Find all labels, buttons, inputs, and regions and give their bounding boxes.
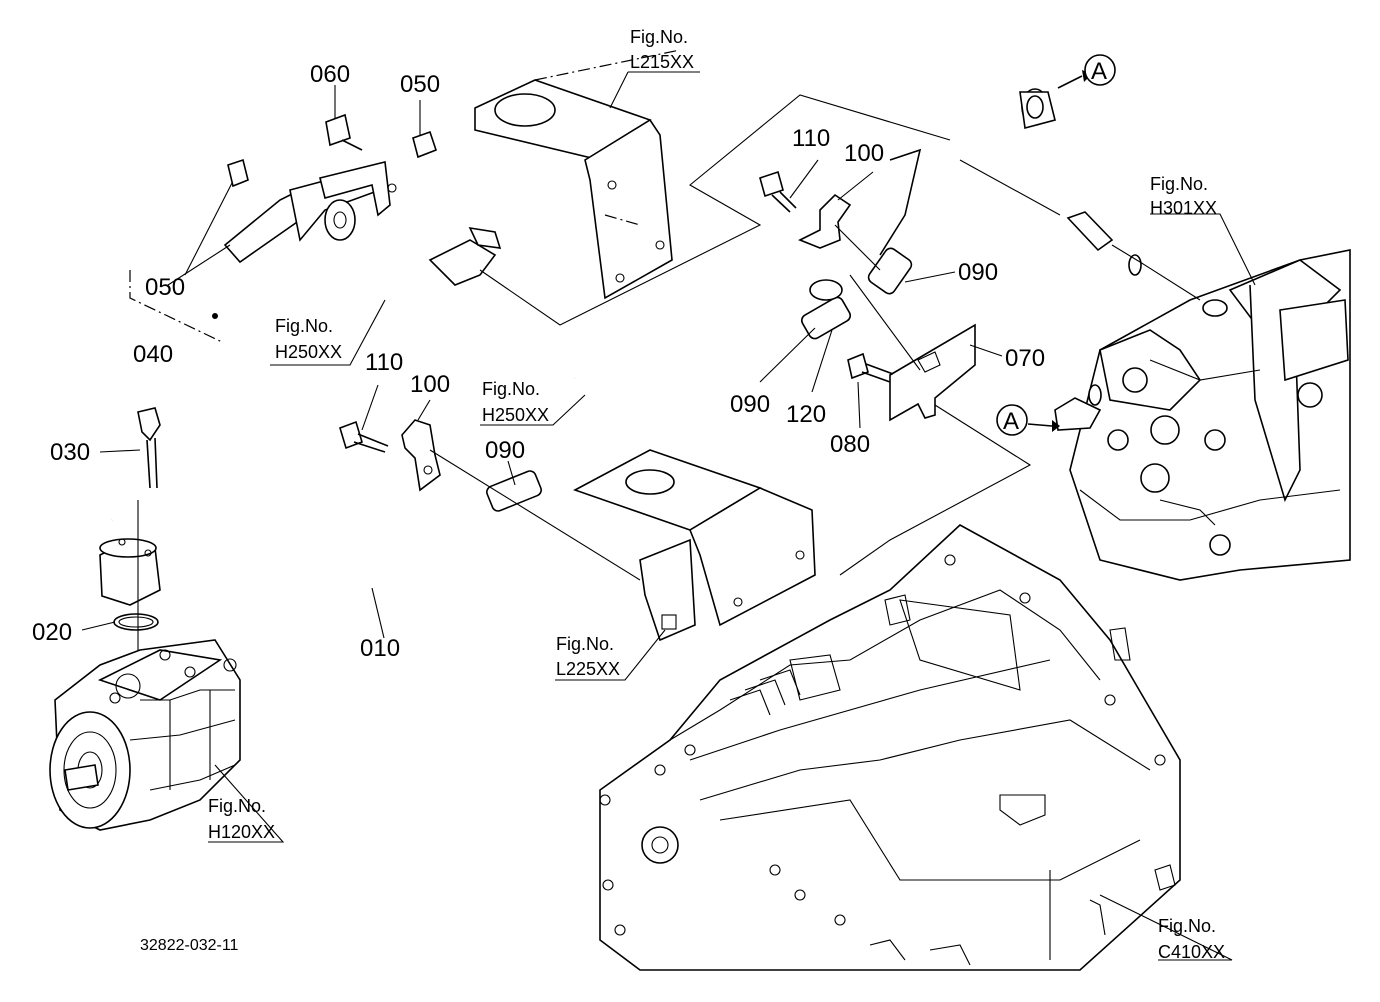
hydraulic-pump-h120 [49,639,241,831]
part-label-090-mid: 090 [730,391,770,418]
part-label-110-upper: 110 [792,125,830,152]
guide-l225 [429,449,641,581]
clamp-band-120 [809,279,843,301]
fig-ref-c410-prefix: Fig.No. [1158,916,1216,936]
connector-a-top: A [1057,54,1116,89]
o-ring-020-inner [118,616,154,628]
part-label-010: 010 [360,635,400,662]
fig-ref-l215-code: L215XX [630,52,694,72]
bracket-l215 [474,49,681,300]
leader-lines [81,85,1003,639]
part-label-030: 030 [50,439,90,466]
clamp-100-upper [798,193,852,249]
fig-ref-h120-code: H120XX [208,822,275,842]
guide-h301 [959,159,1201,301]
fig-ref-l215-prefix: Fig.No. [630,27,688,47]
part-label-110-lower: 110 [365,349,403,376]
part-label-050-upper: 050 [400,71,440,98]
fig-ref-h250-upper-prefix: Fig.No. [275,316,333,336]
part-label-120: 120 [786,401,826,428]
fig-ref-leaders [208,71,1256,961]
fig-ref-h301-code: H301XX [1150,198,1217,218]
part-label-040: 040 [133,341,173,368]
part-label-070: 070 [1005,345,1045,372]
fig-ref-l225-prefix: Fig.No. [556,634,614,654]
part-label-050-lower: 050 [145,274,185,301]
bolt-030 [137,407,161,489]
guide-080 [849,274,921,371]
fig-ref-h120-prefix: Fig.No. [208,796,266,816]
guide-100 [834,224,881,271]
fig-ref-h301-prefix: Fig.No. [1150,174,1208,194]
control-valve-h301 [1069,249,1351,581]
connector-a-right: A [996,404,1060,436]
fig-ref-l225-code: L225XX [556,659,620,679]
clamp-090-lower [486,470,542,512]
part-label-060: 060 [310,61,350,88]
fitting-assembly-040 [212,113,437,319]
part-label-090-lower: 090 [485,437,525,464]
part-label-020: 020 [32,619,72,646]
guide-l215 [479,94,951,326]
fitting-block [99,538,161,606]
fig-ref-h250-lower-prefix: Fig.No. [482,379,540,399]
fig-ref-h250-lower-code: H250XX [482,405,549,425]
part-label-100-lower: 100 [410,371,450,398]
bolt-110-lower [339,420,389,453]
o-ring-020 [113,613,159,631]
transmission-case-c410 [599,524,1181,971]
part-label-080: 080 [830,431,870,458]
hose-h250-upper [368,219,502,305]
drawing-code: 32822-032-11 [140,937,239,954]
guide-c410 [839,404,1032,576]
bracket-l225 [573,449,816,642]
fig-ref-c410-code: C410XX [1158,942,1225,962]
bolt-110-upper [759,170,797,213]
clamp-090-mid [800,296,852,340]
guide-040 [129,270,223,343]
clamp-100-lower [401,419,441,492]
plate-070 [889,323,976,422]
fig-ref-h250-upper-code: H250XX [275,342,342,362]
part-label-090-upper: 090 [958,259,998,286]
svg-text:A: A [1003,408,1019,435]
svg-text:A: A [1091,58,1107,85]
part-label-100-upper: 100 [844,140,884,167]
bolt-080 [847,352,894,383]
clamp-090-upper [867,247,913,295]
pipe-010 [108,88,1056,606]
